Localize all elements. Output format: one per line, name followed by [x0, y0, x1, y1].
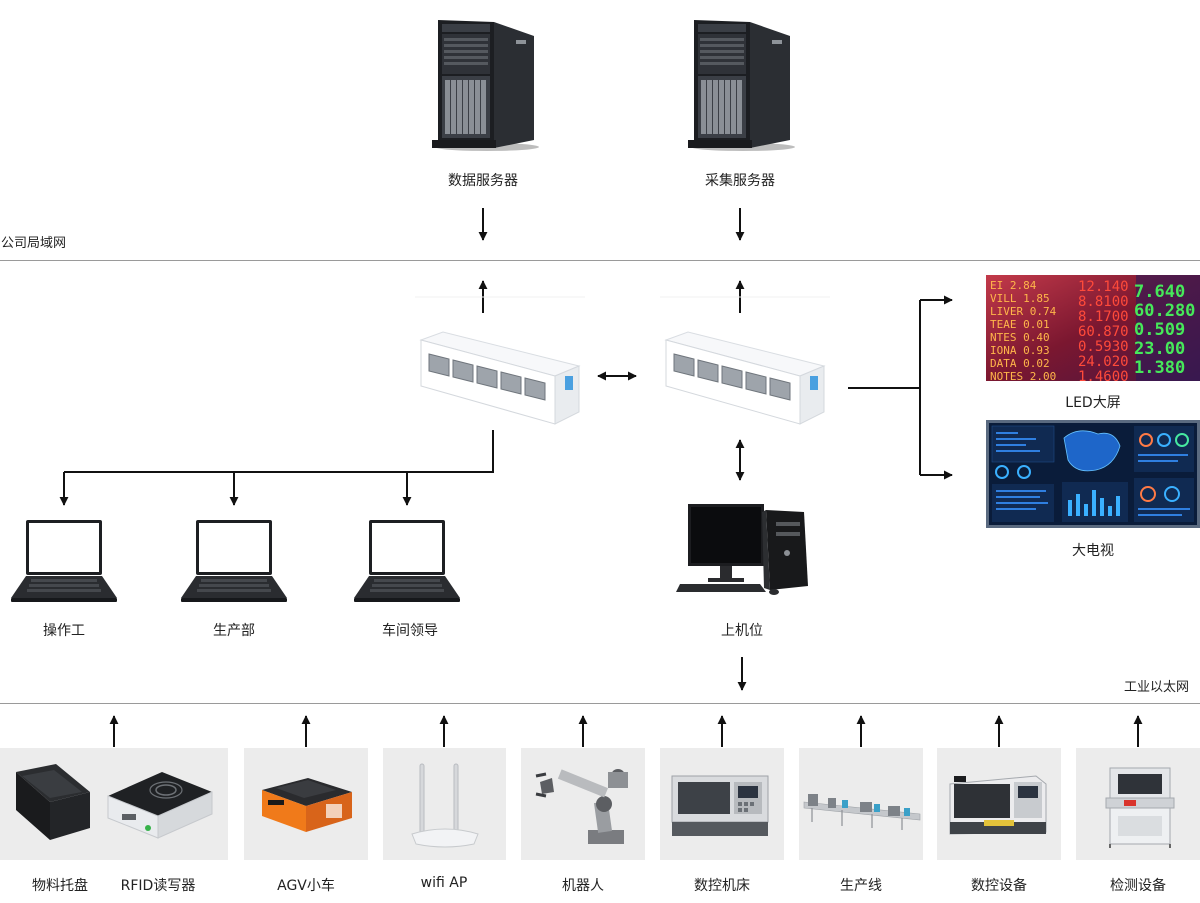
led-ticker-right: 60.870 [1078, 324, 1129, 340]
led-ticker-right: 0.5930 [1078, 339, 1129, 355]
desktop-pc-icon [676, 504, 808, 595]
display-label-led: LED大屏 [1065, 395, 1121, 411]
led-ticker-big: 60.280 [1134, 301, 1195, 321]
laptop-icon [354, 520, 460, 602]
tower-server-icon [688, 20, 795, 151]
led-ticker-left: EI 2.84 [990, 279, 1037, 292]
industrial-ethernet-label: 工业以太网 [1124, 680, 1190, 695]
field-label-cnc: 数控设备 [971, 878, 1027, 894]
tower-server-icon [432, 20, 539, 151]
laptop-icon [11, 520, 117, 602]
led-ticker-big: 23.00 [1134, 339, 1185, 359]
display-label-tv: 大电视 [1072, 543, 1114, 559]
field-label-wifi: wifi AP [420, 875, 468, 891]
field-label-lathe: 数控机床 [694, 878, 750, 894]
led-ticker-right: 8.8100 [1078, 294, 1129, 310]
cnc-lathe-icon [671, 775, 769, 836]
led-ticker-right: 8.1700 [1078, 309, 1129, 325]
led-ticker-big: 7.640 [1134, 282, 1185, 302]
led-ticker-left: NOTES 2.00 [990, 370, 1056, 383]
laptop-label-operator: 操作工 [43, 623, 85, 639]
led-ticker-big: 0.509 [1134, 320, 1185, 340]
server-label-collect: 采集服务器 [705, 173, 775, 189]
display-bus-line [848, 300, 921, 475]
led-ticker-right: 12.140 [1078, 279, 1129, 295]
inspection-machine-icon [1105, 767, 1175, 848]
led-ticker-right: 24.020 [1078, 354, 1129, 370]
led-ticker-left: VILL 1.85 [990, 292, 1050, 305]
led-ticker-left: DATA 0.02 [990, 357, 1050, 370]
wifi-router-icon [411, 763, 479, 848]
field-label-rfid: RFID读写器 [120, 878, 196, 894]
company-lan-line [0, 260, 1200, 261]
cnc-machine-icon [949, 775, 1047, 835]
laptop-label-workshop-leader: 车间领导 [382, 623, 438, 639]
field-label-robot: 机器人 [562, 878, 604, 894]
network-switch-icon [660, 296, 830, 425]
industrial-ethernet-line [0, 703, 1200, 704]
network-switch-icon [415, 296, 585, 425]
field-label-agv: AGV小车 [277, 878, 335, 894]
agv-cart-icon [262, 778, 352, 832]
field-label-line: 生产线 [840, 878, 882, 894]
led-ticker-left: NTES 0.40 [990, 331, 1050, 344]
led-ticker-left: TEAE 0.01 [990, 318, 1050, 331]
field-label-inspection: 检测设备 [1110, 878, 1166, 894]
robot-arm-icon [535, 769, 628, 844]
laptop-bus-line [64, 430, 494, 473]
company-lan-label: 公司局域网 [1, 236, 67, 251]
field-label-tray: 物料托盘 [32, 878, 88, 894]
host-pc-label: 上机位 [721, 623, 763, 639]
production-line-icon [803, 794, 921, 830]
rfid-reader-icon [107, 772, 213, 839]
led-ticker-left: IONA 0.93 [990, 344, 1050, 357]
field-panel-robot [521, 748, 645, 860]
led-ticker-big: 1.380 [1134, 358, 1185, 378]
dashboard-tv-icon [986, 420, 1200, 528]
led-ticker-left: LIVER 0.74 [990, 305, 1057, 318]
material-tray-icon [16, 764, 90, 840]
laptop-label-production-dept: 生产部 [213, 623, 255, 639]
laptop-icon [181, 520, 287, 602]
server-label-data: 数据服务器 [448, 173, 518, 189]
led-ticker-right: 1.4600 [1078, 369, 1129, 385]
